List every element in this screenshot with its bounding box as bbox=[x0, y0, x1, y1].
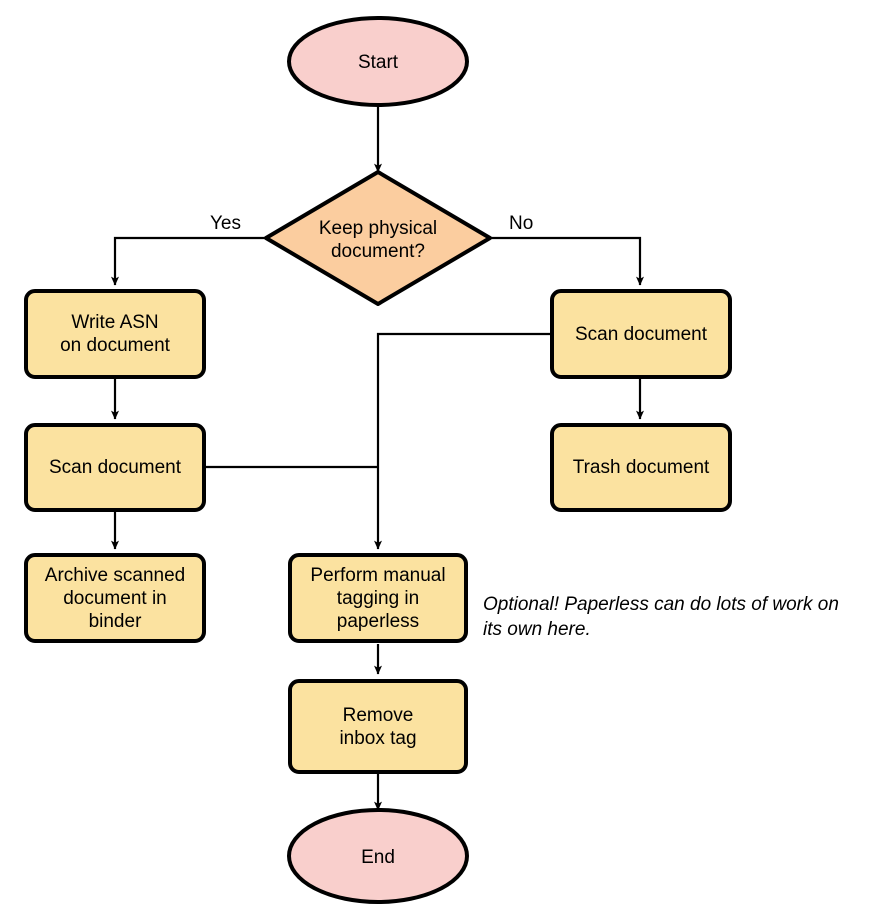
scan-right-label: Scan document bbox=[575, 324, 708, 345]
archive-label-line3: binder bbox=[89, 611, 142, 632]
write-asn-label-line2: on document bbox=[60, 335, 171, 356]
node-archive-scanned-document[interactable]: Archive scanned document in binder bbox=[24, 553, 206, 643]
archive-label-line2: document in bbox=[63, 588, 167, 609]
node-scan-document-left[interactable]: Scan document bbox=[24, 423, 206, 512]
trash-label: Trash document bbox=[573, 457, 710, 478]
end-label: End bbox=[361, 847, 395, 868]
start-ellipse-shape bbox=[287, 16, 469, 107]
tagging-label-line2: tagging in bbox=[337, 588, 419, 609]
connector-layer bbox=[111, 105, 644, 811]
end-ellipse-shape bbox=[287, 808, 469, 904]
scan-left-box-shape bbox=[24, 423, 206, 512]
annotation-line2: its own here. bbox=[483, 619, 591, 640]
edge-label-no: No bbox=[509, 213, 533, 234]
decision-label-line2: document? bbox=[331, 241, 425, 262]
annotation-note: Optional! Paperless can do lots of work … bbox=[483, 594, 839, 640]
node-write-asn[interactable]: Write ASN on document bbox=[24, 289, 206, 379]
write-asn-box-shape bbox=[24, 289, 206, 379]
annotation-line1: Optional! Paperless can do lots of work … bbox=[483, 594, 839, 615]
scan-right-box-shape bbox=[550, 289, 732, 379]
node-scan-document-right[interactable]: Scan document bbox=[550, 289, 732, 379]
tagging-label-line3: paperless bbox=[337, 611, 419, 632]
archive-box-shape bbox=[24, 553, 206, 643]
node-start[interactable]: Start bbox=[287, 16, 469, 107]
node-trash-document[interactable]: Trash document bbox=[550, 423, 732, 512]
edge-scan-right-to-tagging bbox=[374, 332, 552, 550]
edge-decision-yes-to-write-asn bbox=[111, 236, 266, 286]
start-label: Start bbox=[358, 52, 399, 73]
remove-inbox-label-line2: inbox tag bbox=[339, 728, 416, 749]
node-remove-inbox-tag[interactable]: Remove inbox tag bbox=[288, 679, 468, 774]
edge-decision-no-to-scan-right bbox=[490, 236, 644, 286]
scan-left-label: Scan document bbox=[49, 457, 182, 478]
node-end[interactable]: End bbox=[287, 808, 469, 904]
decision-label-line1: Keep physical bbox=[319, 218, 437, 239]
edge-label-yes: Yes bbox=[210, 213, 241, 234]
tagging-box-shape bbox=[288, 553, 468, 643]
remove-inbox-label-line1: Remove bbox=[343, 705, 414, 726]
trash-box-shape bbox=[550, 423, 732, 512]
tagging-label-line1: Perform manual bbox=[310, 565, 445, 586]
remove-inbox-box-shape bbox=[288, 679, 468, 774]
write-asn-label-line1: Write ASN bbox=[71, 312, 158, 333]
node-perform-manual-tagging[interactable]: Perform manual tagging in paperless bbox=[288, 553, 468, 643]
decision-diamond-shape bbox=[264, 170, 492, 306]
node-decision-keep-physical-document[interactable]: Keep physical document? bbox=[264, 170, 492, 306]
archive-label-line1: Archive scanned bbox=[45, 565, 185, 586]
